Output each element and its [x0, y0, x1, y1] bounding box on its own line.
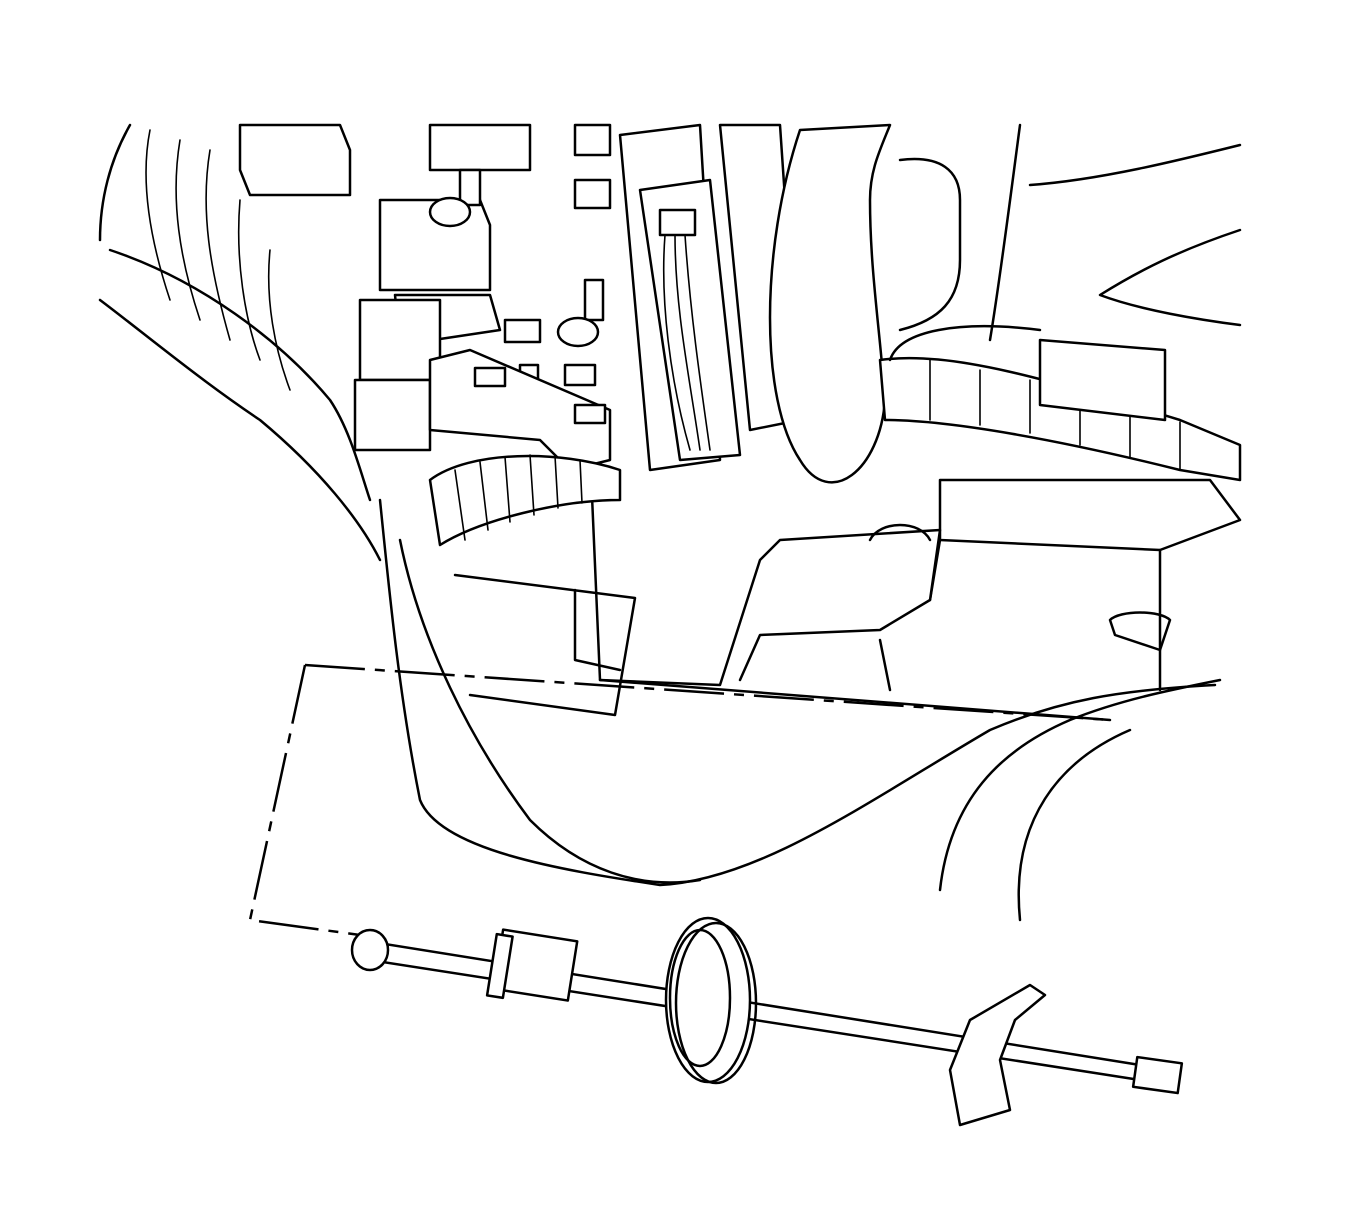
cable-sleeve: [485, 928, 579, 1002]
bolt-icon: [428, 168, 482, 228]
dash-panel: [378, 498, 1222, 922]
cable-end-cap: [1131, 1055, 1184, 1095]
dashed-callout: [248, 663, 1111, 937]
right-structure: [898, 123, 1242, 692]
main-harness: [428, 123, 1242, 547]
bolt-icon: [556, 278, 605, 348]
retaining-clip: [948, 983, 1047, 1127]
relay-block: [238, 123, 532, 452]
callout-frame: [248, 573, 1111, 937]
grommet: [664, 916, 758, 1085]
cable-end-ball: [350, 928, 390, 972]
left-harness-bundle: [98, 123, 382, 562]
cable-assembly: [350, 916, 1184, 1127]
